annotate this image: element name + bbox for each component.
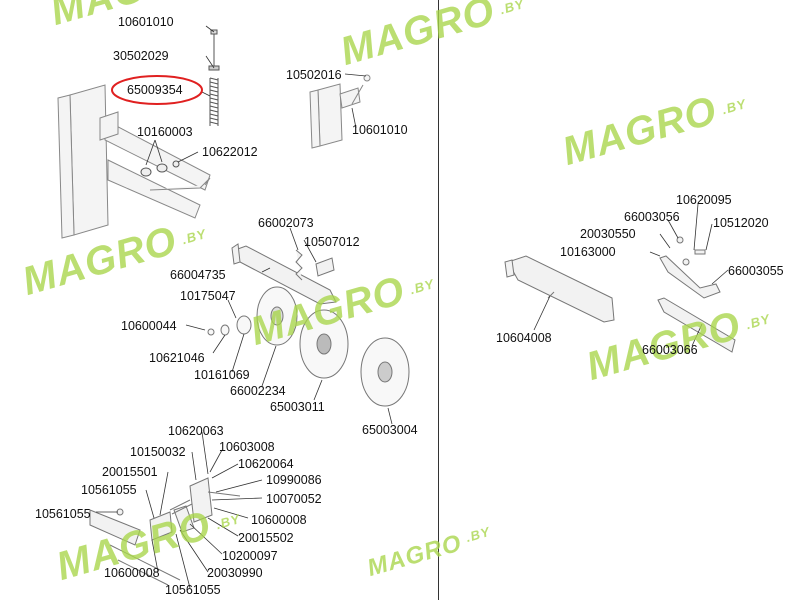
part-label: 10601010 bbox=[352, 123, 408, 137]
part-label: 10507012 bbox=[304, 235, 360, 249]
part-label: 10620095 bbox=[676, 193, 732, 207]
part-label: 66002073 bbox=[258, 216, 314, 230]
part-label: 10161069 bbox=[194, 368, 250, 382]
part-label: 10620064 bbox=[238, 457, 294, 471]
part-label: 10600044 bbox=[121, 319, 177, 333]
part-label: 10175047 bbox=[180, 289, 236, 303]
part-label: 10600008 bbox=[104, 566, 160, 580]
part-label: 20030990 bbox=[207, 566, 263, 580]
part-label: 10163000 bbox=[560, 245, 616, 259]
mechanism-bottom-left bbox=[89, 477, 241, 586]
part-label: 10601010 bbox=[118, 15, 174, 29]
leader-lines bbox=[96, 25, 729, 589]
wheel-discs bbox=[207, 286, 410, 407]
part-label: 10620063 bbox=[168, 424, 224, 438]
part-label: 66003066 bbox=[642, 343, 698, 357]
panel-divider bbox=[438, 0, 439, 600]
part-label: 10604008 bbox=[496, 331, 552, 345]
part-label: 10622012 bbox=[202, 145, 258, 159]
part-label: 65003011 bbox=[270, 400, 325, 414]
part-label: 10603008 bbox=[219, 440, 275, 454]
part-label-highlighted: 65009354 bbox=[127, 83, 183, 97]
part-label: 66002234 bbox=[230, 384, 286, 398]
part-label: 66003056 bbox=[624, 210, 680, 224]
washers-top bbox=[140, 160, 180, 177]
part-label: 10600008 bbox=[251, 513, 307, 527]
part-label: 20015502 bbox=[238, 531, 294, 545]
part-label: 10502016 bbox=[286, 68, 342, 82]
part-label: 10561055 bbox=[165, 583, 221, 597]
part-label: 65003004 bbox=[362, 423, 418, 437]
part-label: 66004735 bbox=[170, 268, 226, 282]
part-label: 10561055 bbox=[81, 483, 137, 497]
frame-assembly-top-left bbox=[57, 84, 211, 239]
part-label: 20015501 bbox=[102, 465, 158, 479]
part-label: 10621046 bbox=[149, 351, 205, 365]
part-label: 20030550 bbox=[580, 227, 636, 241]
bracket-top-middle bbox=[309, 74, 371, 149]
part-label: 66003055 bbox=[728, 264, 784, 278]
part-label: 10512020 bbox=[713, 216, 769, 230]
part-label: 30502029 bbox=[113, 49, 169, 63]
highlight-circle bbox=[111, 75, 203, 105]
part-label: 10160003 bbox=[137, 125, 193, 139]
part-label: 10070052 bbox=[266, 492, 322, 506]
part-label: 10150032 bbox=[130, 445, 186, 459]
part-label: 10561055 bbox=[35, 507, 91, 521]
part-label: 10990086 bbox=[266, 473, 322, 487]
pin-and-spring bbox=[208, 29, 220, 126]
part-label: 10200097 bbox=[222, 549, 278, 563]
right-assembly bbox=[504, 236, 736, 353]
wheel-arm-assembly bbox=[231, 243, 337, 305]
